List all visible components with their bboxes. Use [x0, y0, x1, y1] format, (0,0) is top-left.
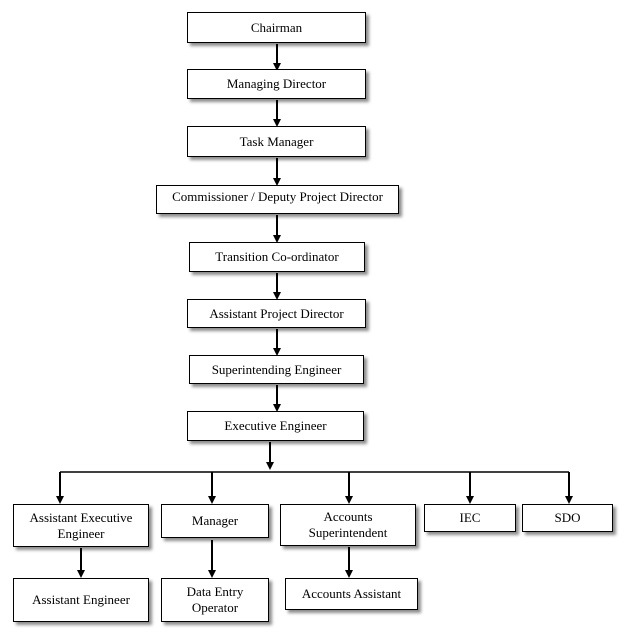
node-sdo: SDO [522, 504, 613, 532]
node-transition-coordinator: Transition Co-ordinator [189, 242, 365, 272]
node-accounts-superintendent: Accounts Superintendent [280, 504, 416, 546]
node-superintending-engineer: Superintending Engineer [189, 355, 364, 384]
node-commissioner-deputy-project-director: Commissioner / Deputy Project Director [156, 185, 399, 214]
node-chairman: Chairman [187, 12, 366, 43]
node-manager: Manager [161, 504, 269, 538]
node-iec: IEC [424, 504, 516, 532]
node-accounts-assistant: Accounts Assistant [285, 578, 418, 610]
node-assistant-project-director: Assistant Project Director [187, 299, 366, 328]
node-assistant-engineer: Assistant Engineer [13, 578, 149, 622]
node-executive-engineer: Executive Engineer [187, 411, 364, 441]
node-data-entry-operator: Data Entry Operator [161, 578, 269, 622]
node-task-manager: Task Manager [187, 126, 366, 157]
node-assistant-executive-engineer: Assistant Executive Engineer [13, 504, 149, 547]
node-managing-director: Managing Director [187, 69, 366, 99]
